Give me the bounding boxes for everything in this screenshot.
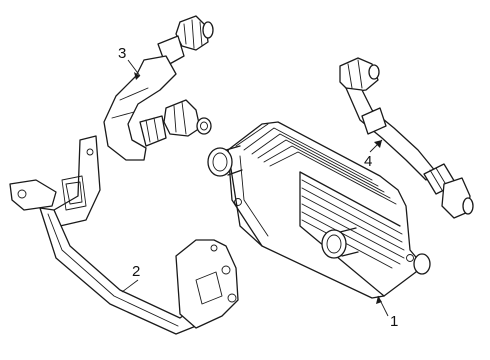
upper-hose-part (103, 15, 214, 161)
oil-cooler-part (207, 121, 431, 299)
leader-2 (121, 279, 139, 293)
callout-leaders (121, 59, 389, 317)
callout-number-2: 2 (132, 263, 140, 280)
right-hose-part (339, 57, 474, 219)
leader-3 (127, 59, 141, 77)
callout-number-3: 3 (118, 45, 126, 62)
callout-number-4: 4 (364, 153, 372, 170)
callout-number-1: 1 (390, 313, 398, 330)
bracket-part (9, 135, 239, 335)
